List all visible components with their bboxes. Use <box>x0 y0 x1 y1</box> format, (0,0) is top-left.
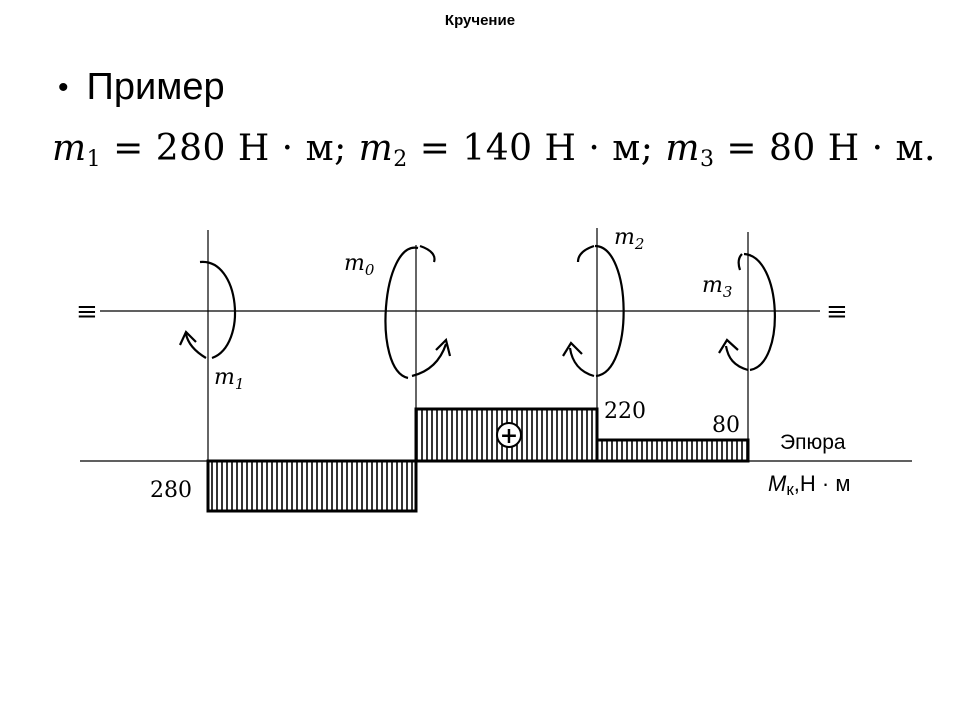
epure-value-220: 220 <box>604 399 646 424</box>
right-support-mark: ≡ <box>826 297 848 327</box>
m3-value: = 80 Н · м. <box>714 128 936 169</box>
mk-unit-label: Mк,Н · м <box>768 471 850 499</box>
epure-segment-negative-280 <box>206 459 418 513</box>
m1-value: = 280 Н · м; <box>101 128 359 169</box>
m2-subscript: 2 <box>393 147 408 172</box>
epure-segment-positive-220 <box>414 407 599 463</box>
left-support-mark: ≡ <box>76 297 98 327</box>
moment-m3-symbol <box>718 252 776 372</box>
epure-segment-positive-80 <box>595 438 750 463</box>
epure-plus-sign: + <box>500 423 518 449</box>
slide-title: Кручение <box>444 12 516 29</box>
bullet-item: • Пример <box>58 66 225 109</box>
m3-subscript: 3 <box>699 147 715 172</box>
bullet-dot: • <box>58 70 69 104</box>
m2-symbol: m <box>358 128 394 169</box>
epure-plus-circle <box>496 422 522 448</box>
moment-label-m3: m3 <box>702 273 732 301</box>
moment-label-m1: m1 <box>214 365 244 393</box>
epure-label: Эпюра <box>780 431 846 454</box>
moment-label-m0: m0 <box>344 251 375 279</box>
bullet-text: Пример <box>86 66 225 108</box>
moment-label-m2: m2 <box>614 225 644 253</box>
moment-m1-symbol <box>179 260 237 360</box>
epure-value-80: 80 <box>712 413 740 438</box>
moment-m2-symbol <box>562 244 625 378</box>
m2-value: = 140 Н · м; <box>407 128 666 169</box>
epure-value-280: 280 <box>150 478 192 503</box>
moment-m0-symbol <box>384 244 452 380</box>
m1-subscript: 1 <box>86 147 102 172</box>
m1-symbol: m <box>52 128 87 169</box>
m3-symbol: m <box>665 128 700 169</box>
given-moments-formula: m1 = 280 Н · м; m2 = 140 Н · м; m3 = 80 … <box>52 128 936 172</box>
